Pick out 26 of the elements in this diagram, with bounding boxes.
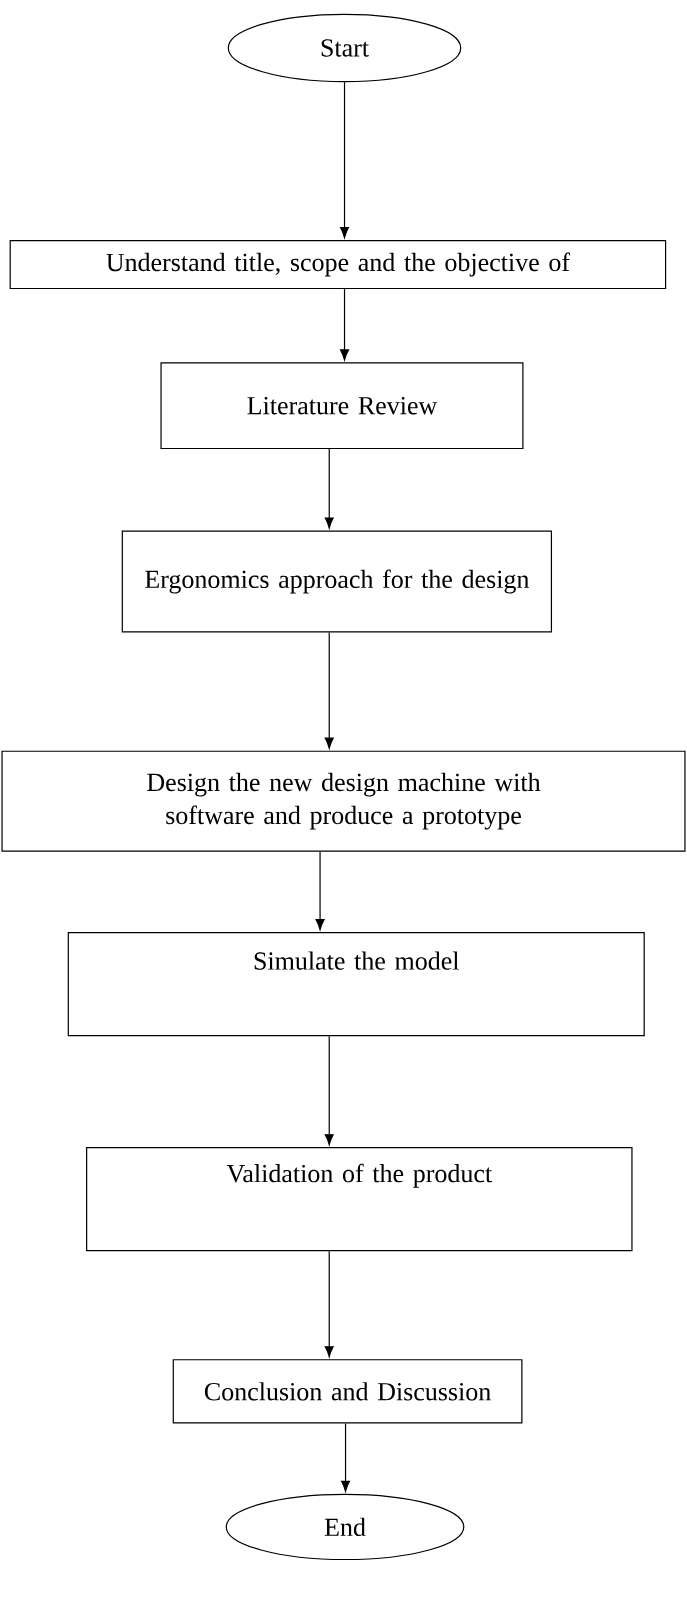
arrow: [324, 631, 334, 749]
box-text: End: [324, 1517, 366, 1537]
arrow: [339, 288, 350, 361]
box-text: Start: [321, 39, 369, 57]
box-text: Validation of the product: [226, 1163, 493, 1188]
box-text: Understand title, scope and the objective of: [106, 252, 571, 277]
process-box: [160, 362, 524, 450]
arrow: [339, 81, 350, 239]
terminal-ellipse: [227, 13, 462, 83]
arrow: [324, 1035, 334, 1146]
terminal-ellipse: [225, 1493, 465, 1561]
process-box: [121, 530, 553, 633]
process-box: [67, 932, 645, 1037]
arrow: [324, 1250, 334, 1358]
box-text: Literature Review: [247, 396, 438, 415]
box-text: Design the new design machine with software and produce a prototype: [147, 772, 541, 830]
process-box: [9, 239, 667, 290]
process-box: [86, 1147, 633, 1252]
box-text: Ergonomics approach for the design: [145, 569, 530, 594]
box-text: Simulate the model: [254, 951, 459, 970]
process-box: [1, 750, 686, 852]
box-text: Conclusion and Discussion: [204, 1382, 491, 1401]
arrow: [315, 851, 325, 931]
arrow: [341, 1422, 351, 1492]
arrow: [324, 448, 334, 529]
process-box: [172, 1359, 523, 1424]
